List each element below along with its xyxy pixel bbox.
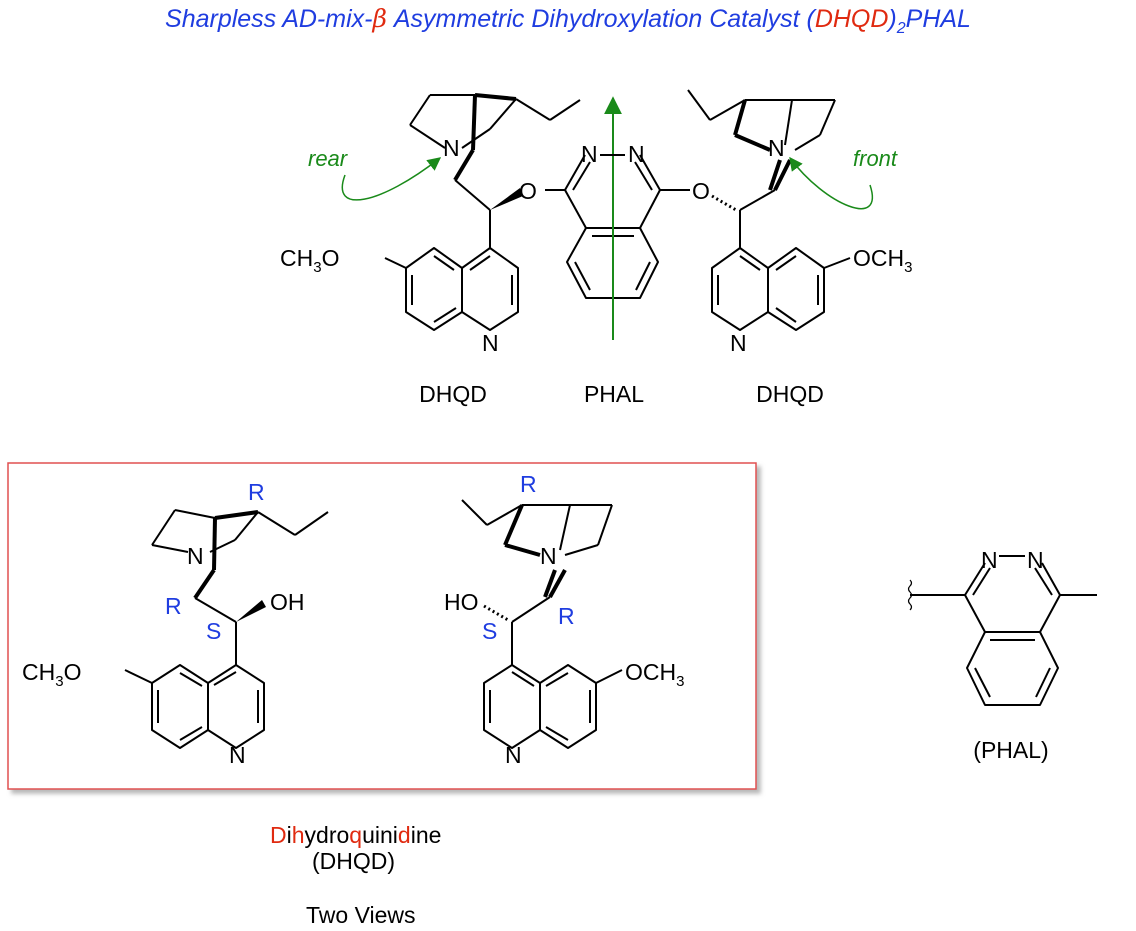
compound-name-part: q — [349, 822, 363, 848]
compound-name-part: d — [397, 822, 411, 848]
top-atom-labels: N O N N O N N N CH3O OCH3 — [280, 135, 912, 356]
view-left-stereo-r-side: R — [165, 593, 182, 619]
label-dhqd-right: DHQD — [756, 381, 824, 407]
view-left-stereo-r-top: R — [248, 479, 265, 505]
diagram-title: Sharpless AD-mix-β Asymmetric Dihydroxyl… — [165, 4, 971, 37]
compound-name-part: i — [286, 822, 292, 848]
front-arrow — [789, 156, 873, 210]
atom-n-phal-1: N — [581, 141, 598, 167]
atom-o-left: O — [519, 178, 537, 204]
view-right-n-cage: N — [540, 543, 557, 569]
methoxy-left: CH3O — [280, 245, 339, 276]
view-right-stereo-r-side: R — [558, 603, 575, 629]
rear-arrow — [341, 157, 442, 201]
compound-name-part: ine — [410, 822, 442, 848]
label-dhqd-left: DHQD — [419, 381, 487, 407]
atom-o-right: O — [692, 178, 710, 204]
left-quinoline — [384, 247, 519, 331]
two-views-box — [7, 462, 757, 790]
nn-bonds — [600, 154, 1025, 557]
atom-n-left-cage: N — [443, 135, 460, 161]
phal-fragment-labels: N N (PHAL) — [973, 547, 1048, 763]
compound-abbrev: (DHQD) — [312, 848, 396, 874]
phal-fragment-label: (PHAL) — [973, 737, 1048, 763]
component-labels: DHQD PHAL DHQD — [419, 381, 824, 407]
compound-name-part: h — [291, 822, 305, 848]
view-right-n-quinoline: N — [505, 742, 522, 768]
atom-n-phal-2: N — [628, 141, 645, 167]
compound-name-part: D — [270, 822, 287, 848]
view-right-stereo-r-top: R — [520, 471, 537, 497]
compound-name: Dihydroquinidine — [270, 822, 441, 849]
two-views-caption: Two Views — [306, 902, 416, 928]
compound-name-text: Dihydroquinidine — [270, 822, 441, 848]
phal-core — [545, 154, 690, 299]
view-right-ho: HO — [444, 589, 479, 615]
left-quinuclidine — [409, 93, 581, 248]
phal-fragment-n2: N — [1027, 547, 1044, 573]
view-left-oh: OH — [270, 589, 305, 615]
arrow-labels: rear front — [308, 146, 898, 171]
label-phal: PHAL — [584, 381, 644, 407]
compound-name-part: ydro — [304, 822, 350, 848]
phal-fragment-n1: N — [981, 547, 998, 573]
atom-n-right-cage: N — [768, 135, 785, 161]
view-left-n-cage: N — [187, 543, 204, 569]
view-right-methoxy: OCH3 — [625, 659, 684, 690]
view-right-structure — [461, 499, 623, 749]
rear-label: rear — [308, 146, 349, 171]
view-left-labels: N N OH CH3O R R S — [22, 479, 305, 768]
atom-n-left-quinoline: N — [482, 330, 499, 356]
view-right-stereo-s: S — [482, 618, 497, 644]
front-label: front — [853, 146, 898, 171]
compound-name-part: uini — [362, 822, 398, 848]
view-left-n-quinoline: N — [229, 742, 246, 768]
atom-n-right-quinoline: N — [730, 330, 747, 356]
view-left-methoxy: CH3O — [22, 659, 81, 690]
view-left-structure — [124, 509, 329, 749]
annotation-arrows — [341, 96, 873, 340]
view-left-stereo-s: S — [206, 618, 221, 644]
top-catalyst-structure — [384, 89, 851, 331]
phal-fragment-structure — [907, 562, 1097, 706]
right-quinuclidine — [687, 89, 836, 248]
view-right-labels: N N HO OCH3 R R S — [444, 471, 684, 768]
methoxy-right: OCH3 — [853, 245, 912, 276]
right-quinoline — [711, 247, 851, 331]
